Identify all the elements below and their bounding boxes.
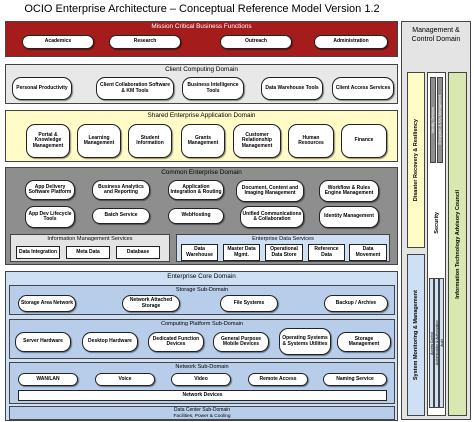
- mgmt-identity-services[interactable]: Identity Services: [430, 77, 436, 163]
- storage-label: Storage Sub-Domain: [175, 287, 229, 293]
- client-access-services[interactable]: Client Access Services: [332, 77, 394, 100]
- mgmt-security-column: Identity Services Encryption & Key Manag…: [427, 72, 446, 416]
- mgmt-it-advisory-council-label: Information Technology Advisory Council: [454, 189, 461, 299]
- client-band: Client Computing Domain Personal Product…: [5, 64, 398, 104]
- common-label: Common Enterprise Domain: [161, 169, 242, 176]
- ent-reference-data[interactable]: Reference Data: [308, 244, 345, 261]
- common-document-content[interactable]: Document, Content and Imaging Management: [236, 180, 304, 202]
- network-subdomain: Network Sub-Domain WAN/LAN Voice Video R…: [9, 362, 395, 404]
- datacenter-subdomain: Data Center Sub-Domain Facilities, Power…: [9, 406, 395, 420]
- management-band: Management & Control Domain Disaster Rec…: [401, 21, 471, 420]
- shared-label: Shared Enterprise Application Domain: [147, 112, 256, 119]
- info-data-integration[interactable]: Data Integration: [16, 246, 60, 259]
- computing-label: Computing Platform Sub-Domain: [160, 321, 244, 327]
- mission-administration[interactable]: Administration: [314, 35, 388, 49]
- storage-file-systems[interactable]: File Systems: [220, 295, 278, 312]
- common-app-integration[interactable]: Application Integration & Routing: [168, 180, 224, 200]
- common-band: Common Enterprise Domain App Delivery So…: [5, 167, 398, 265]
- client-collaboration[interactable]: Client Collaboration Software & KM Tools: [96, 77, 174, 100]
- ent-master-data[interactable]: Master Data Mgmt.: [223, 244, 260, 261]
- client-personal-productivity[interactable]: Personal Productivity: [12, 77, 72, 100]
- mission-research[interactable]: Research: [109, 35, 181, 49]
- mgmt-disaster-recovery-label: Disaster Recovery & Resiliency: [413, 118, 419, 202]
- datacenter-items: Facilities, Power & Cooling: [173, 414, 231, 419]
- computing-server-hw[interactable]: Server Hardware: [15, 332, 71, 352]
- shared-finance[interactable]: Finance: [341, 124, 387, 158]
- core-band: Enterprise Core Domain Storage Sub-Domai…: [5, 271, 398, 421]
- computing-os-utilities[interactable]: Operating Systems & Systems Utilities: [279, 328, 331, 355]
- shared-learning[interactable]: Learning Management: [77, 124, 121, 158]
- common-batch-service[interactable]: Batch Service: [92, 208, 150, 224]
- client-bi-tools[interactable]: Business Intelligence Tools: [182, 77, 244, 100]
- network-voice[interactable]: Voice: [95, 373, 155, 386]
- network-label: Network Sub-Domain: [175, 364, 229, 370]
- page-title: OCIO Enterprise Architecture – Conceptua…: [24, 3, 380, 15]
- shared-band: Shared Enterprise Application Domain Por…: [5, 110, 398, 162]
- common-webhosting[interactable]: WebHosting: [168, 208, 224, 224]
- mgmt-disaster-recovery[interactable]: Disaster Recovery & Resiliency: [407, 72, 425, 248]
- common-app-dev-lifecycle[interactable]: App Dev Lifecycle Tools: [25, 206, 75, 228]
- mgmt-security-label-box: Security: [429, 193, 444, 253]
- common-workflow-rules[interactable]: Workflow & Rules Engine Management: [319, 180, 379, 202]
- network-wan-lan[interactable]: WAN/LAN: [18, 373, 78, 386]
- mission-label: Mission Critical Business Functions: [151, 23, 252, 30]
- computing-subdomain: Computing Platform Sub-Domain Server Har…: [9, 319, 395, 359]
- common-app-delivery[interactable]: App Delivery Software Platform: [25, 180, 75, 200]
- mgmt-system-monitoring-label: System Monitoring & Management: [413, 289, 419, 381]
- computing-mobile-devices[interactable]: General Purpose Mobile Devices: [213, 332, 269, 352]
- storage-san[interactable]: Storage Area Network: [18, 295, 76, 312]
- client-dw-tools[interactable]: Data Warehouse Tools: [261, 77, 323, 100]
- mgmt-audit[interactable]: Audit: [439, 278, 444, 408]
- mgmt-audit-label: Audit: [439, 339, 444, 347]
- ent-data-label: Enterprise Data Services: [252, 236, 314, 242]
- shared-hr[interactable]: Human Resources: [288, 124, 334, 158]
- computing-dedicated-devices[interactable]: Dedicated Function Devices: [148, 332, 204, 352]
- mgmt-authn-authz[interactable]: Authentication & Authorization: [434, 278, 439, 408]
- ent-data-movement[interactable]: Data Movement: [349, 244, 387, 261]
- shared-grants[interactable]: Grants Management: [181, 124, 225, 158]
- info-mgmt-box: Information Management Services Data Int…: [10, 234, 170, 262]
- mgmt-system-monitoring[interactable]: System Monitoring & Management: [407, 254, 425, 416]
- shared-crm[interactable]: Customer Relationship Management: [233, 124, 281, 158]
- storage-subdomain: Storage Sub-Domain Storage Area Network …: [9, 285, 395, 315]
- mgmt-security-label: Security: [433, 212, 440, 234]
- ent-data-warehouse[interactable]: Data Warehouse: [181, 244, 218, 261]
- network-video[interactable]: Video: [171, 373, 231, 386]
- client-label: Client Computing Domain: [165, 66, 238, 73]
- storage-nas[interactable]: Network Attached Storage: [122, 295, 180, 312]
- core-label: Enterprise Core Domain: [167, 273, 236, 280]
- info-database[interactable]: Database: [116, 246, 160, 259]
- network-devices[interactable]: Network Devices: [18, 390, 387, 401]
- mgmt-it-advisory-council[interactable]: Information Technology Advisory Council: [448, 72, 467, 416]
- common-business-analytics[interactable]: Business Analytics and Reporting: [92, 180, 150, 200]
- common-identity-mgmt[interactable]: Identity Management: [319, 206, 379, 228]
- datacenter-label: Data Center Sub-Domain: [173, 407, 231, 413]
- management-label: Management & Control Domain: [411, 27, 461, 44]
- computing-desktop-hw[interactable]: Desktop Hardware: [82, 332, 138, 352]
- storage-backup[interactable]: Backup / Archive: [324, 295, 388, 312]
- mgmt-authn-authz-label: Authentication & Authorization: [434, 320, 439, 366]
- mgmt-identity-services-label: Identity Services: [431, 106, 435, 134]
- common-unified-comm[interactable]: Unified Communications & Collaboration: [240, 206, 304, 228]
- mission-academics[interactable]: Academics: [22, 35, 94, 49]
- mission-outreach[interactable]: Outreach: [220, 35, 292, 49]
- computing-storage-mgmt[interactable]: Storage Management: [337, 332, 391, 352]
- ent-ods[interactable]: Operational Data Store: [265, 244, 303, 261]
- shared-student[interactable]: Student Information: [128, 124, 172, 158]
- mgmt-access-control-label: Access Control: [429, 331, 434, 355]
- info-mgmt-label: Information Management Services: [47, 236, 133, 242]
- mission-band: Mission Critical Business Functions Acad…: [5, 21, 398, 57]
- info-meta-data[interactable]: Meta Data: [66, 246, 110, 259]
- mgmt-encryption-label: Encryption & Key Management: [438, 95, 442, 145]
- network-naming-service[interactable]: Naming Service: [323, 373, 387, 386]
- mgmt-access-control[interactable]: Access Control: [429, 278, 434, 408]
- mgmt-encryption[interactable]: Encryption & Key Management: [437, 77, 443, 163]
- network-remote-access[interactable]: Remote Access: [248, 373, 308, 386]
- ent-data-box: Enterprise Data Services Data Warehouse …: [176, 234, 390, 262]
- shared-portal[interactable]: Portal & Knowledge Management: [26, 124, 70, 158]
